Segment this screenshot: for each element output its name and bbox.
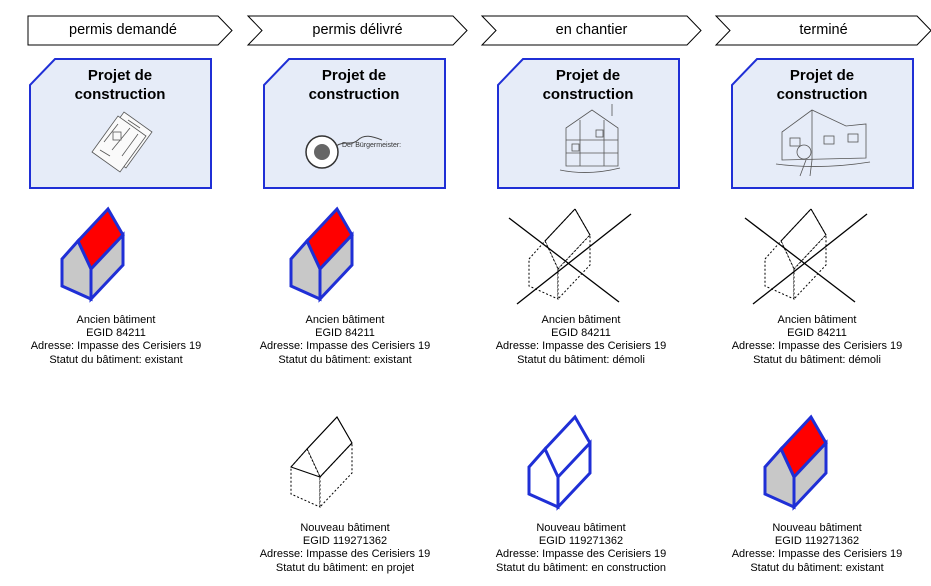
seal-sketch-icon: Der Bürgermeister:: [305, 135, 401, 169]
building-address: Adresse: Impasse des Cerisiers 19: [30, 340, 202, 353]
building-status: Statut du bâtiment: démoli: [517, 353, 645, 366]
new-building-caption-1: Nouveau bâtiment EGID 119271362 Adresse:…: [225, 522, 465, 575]
building-name: Ancien bâtiment: [76, 314, 156, 326]
new-building-caption-3: Nouveau bâtiment EGID 119271362 Adresse:…: [697, 522, 931, 575]
building-address: Adresse: Impasse des Cerisiers 19: [259, 548, 431, 561]
phase-chevron-1: [27, 15, 233, 46]
phase-label-requested: permis demandé: [69, 22, 177, 38]
new-building-3-existing-icon: [763, 415, 828, 509]
phase-chevron-3: [480, 15, 702, 46]
phase-label-construction: en chantier: [555, 22, 628, 38]
old-building-caption-1: Ancien bâtiment EGID 84211 Adresse: Impa…: [0, 314, 236, 367]
building-status: Statut du bâtiment: existant: [278, 353, 412, 366]
card-title-line1: Projet de: [789, 67, 855, 84]
plans-sketch-icon: [91, 111, 153, 173]
card-title-3: Projet de construction: [503, 66, 673, 104]
old-building-1-icon: [60, 207, 125, 301]
seal-text: Der Bürgermeister:: [342, 142, 401, 149]
card-title-line1: Projet de: [87, 67, 153, 84]
building-status: Statut du bâtiment: existant: [49, 353, 183, 366]
building-egid: EGID 84211: [315, 327, 375, 340]
old-building-2-icon: [289, 207, 354, 301]
card-title-line2: construction: [776, 86, 868, 103]
card-title-line2: construction: [74, 86, 166, 103]
old-building-4-demolished-icon: [744, 208, 868, 305]
building-status: Statut du bâtiment: en construction: [496, 561, 666, 574]
card-title-line1: Projet de: [321, 67, 387, 84]
building-egid: EGID 119271362: [538, 535, 624, 548]
card-title-2: Projet de construction: [269, 66, 439, 104]
building-status: Statut du bâtiment: existant: [750, 561, 884, 574]
phase-chevron-2: [246, 15, 468, 46]
new-building-1-planned-icon: [290, 416, 353, 509]
building-address: Adresse: Impasse des Cerisiers 19: [495, 340, 667, 353]
building-egid: EGID 119271362: [774, 535, 860, 548]
phase-chevron-4: [714, 15, 931, 46]
building-egid: EGID 84211: [787, 327, 847, 340]
building-name: Ancien bâtiment: [777, 314, 857, 326]
building-address: Adresse: Impasse des Cerisiers 19: [731, 548, 903, 561]
old-building-caption-3: Ancien bâtiment EGID 84211 Adresse: Impa…: [461, 314, 701, 367]
building-status: Statut du bâtiment: en projet: [275, 561, 415, 574]
old-building-caption-4: Ancien bâtiment EGID 84211 Adresse: Impa…: [697, 314, 931, 367]
phase-label-completed: terminé: [799, 22, 848, 38]
building-name: Ancien bâtiment: [541, 314, 621, 326]
phase-label-granted: permis délivré: [312, 22, 403, 38]
building-address: Adresse: Impasse des Cerisiers 19: [731, 340, 903, 353]
finished-house-sketch-icon: [775, 109, 871, 177]
construction-sketch-icon: [559, 104, 621, 173]
old-building-3-demolished-icon: [508, 208, 632, 305]
card-title-1: Projet de construction: [35, 66, 205, 104]
card-title-line2: construction: [308, 86, 400, 103]
building-name: Nouveau bâtiment: [300, 522, 390, 534]
building-egid: EGID 119271362: [302, 535, 388, 548]
building-name: Nouveau bâtiment: [772, 522, 862, 534]
building-address: Adresse: Impasse des Cerisiers 19: [495, 548, 667, 561]
card-title-line1: Projet de: [555, 67, 621, 84]
project-card-4: [731, 58, 914, 189]
old-building-caption-2: Ancien bâtiment EGID 84211 Adresse: Impa…: [225, 314, 465, 367]
card-title-line2: construction: [542, 86, 634, 103]
building-name: Nouveau bâtiment: [536, 522, 626, 534]
new-building-caption-2: Nouveau bâtiment EGID 119271362 Adresse:…: [461, 522, 701, 575]
building-address: Adresse: Impasse des Cerisiers 19: [259, 340, 431, 353]
building-name: Ancien bâtiment: [305, 314, 385, 326]
new-building-2-construction-icon: [527, 414, 592, 511]
card-title-4: Projet de construction: [737, 66, 907, 104]
building-egid: EGID 84211: [551, 327, 611, 340]
building-status: Statut du bâtiment: démoli: [753, 353, 881, 366]
building-egid: EGID 84211: [86, 327, 146, 340]
project-card-3: [497, 58, 680, 189]
